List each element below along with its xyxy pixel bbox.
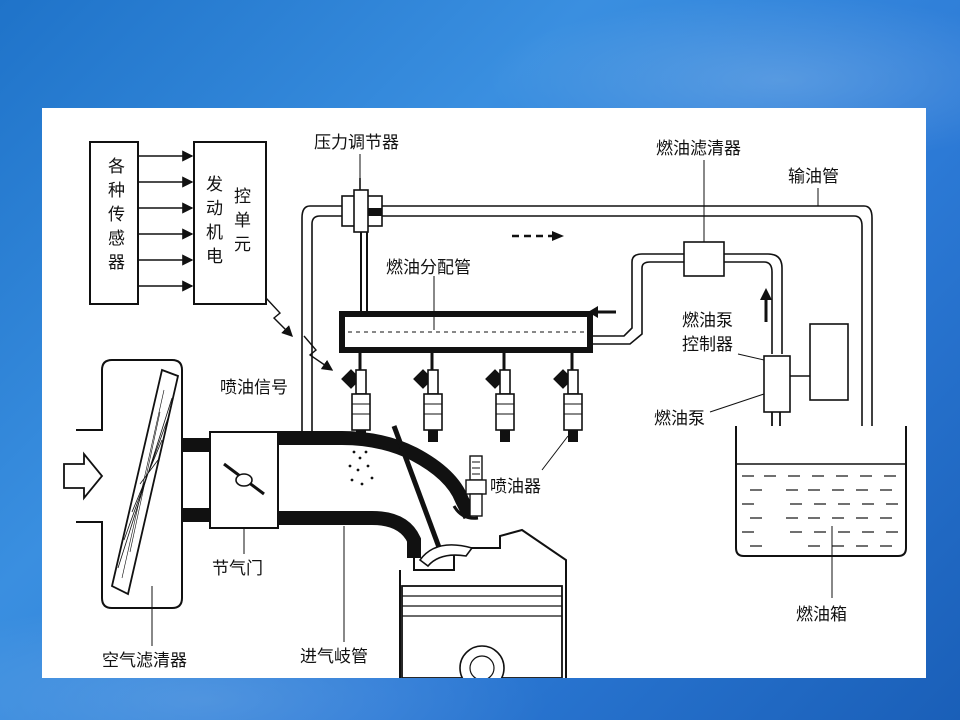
injector-3: [485, 350, 515, 442]
fuel-filter-label: 燃油滤清器: [656, 139, 741, 159]
sensors-label-1: 各: [108, 157, 125, 177]
ecu-label-1: 发: [206, 175, 223, 195]
fuel-level-hatching: [742, 475, 898, 547]
sensor-signal-arrows: [138, 150, 194, 292]
fuel-filter: [683, 241, 725, 277]
pressure-regulator-label: 压力调节器: [314, 133, 399, 153]
ecu-box: [193, 141, 267, 305]
injector-2: [413, 350, 443, 442]
engine-cylinder: [399, 528, 567, 678]
air-filter-label: 空气滤清器: [102, 651, 187, 671]
sensors-box: [89, 141, 139, 305]
ecu-label-7: 元: [234, 235, 251, 255]
ecu-label-4: 电: [206, 247, 223, 267]
pump-controller-label-2: 控制器: [682, 335, 733, 355]
intake-valve: [391, 425, 474, 568]
ecu-label-2: 动: [206, 199, 223, 219]
ecu-label-6: 单: [234, 211, 251, 231]
fuel-injection-diagram: 各 种 传 感 器 发 动 机 电 控 单 元 喷油信号: [63, 133, 907, 678]
pressure-regulator: [341, 178, 383, 314]
sensors-label-2: 种: [108, 181, 125, 201]
air-inlet-arrow: [63, 451, 104, 501]
piston: [401, 585, 563, 678]
rail-feed-arrow: [588, 306, 616, 318]
fuel-pump-leader: [709, 393, 765, 413]
injector-leader: [541, 435, 569, 471]
sensors-label-4: 感: [108, 229, 125, 249]
fuel-pipes: [301, 205, 873, 444]
delivery-pipe-label: 输油管: [788, 167, 839, 187]
return-flow-arrow: [512, 231, 564, 241]
fuel-rail-label: 燃油分配管: [386, 258, 471, 278]
intake-duct: [182, 431, 477, 558]
pump-flow-arrow: [760, 288, 772, 322]
throttle-label: 节气门: [212, 559, 263, 579]
fuel-tank: [735, 426, 907, 557]
diagram-panel: 各 种 传 感 器 发 动 机 电 控 单 元 喷油信号: [42, 108, 926, 678]
intake-manifold-label: 进气岐管: [300, 647, 368, 667]
sensors-label-5: 器: [108, 253, 125, 273]
injector-4: [553, 350, 583, 442]
throttle-body: [209, 431, 279, 529]
injector-1: [341, 350, 371, 442]
sensors-label-3: 传: [108, 205, 125, 225]
fuel-spray: [348, 450, 374, 486]
ecu-label-5: 控: [234, 187, 251, 207]
injection-signal-label: 喷油信号: [220, 378, 288, 398]
fuel-pump-label: 燃油泵: [654, 409, 705, 429]
spark-plug: [452, 455, 487, 520]
air-filter-element: [110, 368, 180, 596]
intake-housing: [76, 359, 183, 609]
fuel-tank-label: 燃油箱: [796, 605, 847, 625]
ecu-label-3: 机: [206, 223, 223, 243]
fuel-pump-controller: [790, 323, 849, 401]
pump-controller-label-1: 燃油泵: [682, 311, 733, 331]
injection-signal-lines: [265, 297, 334, 371]
pump-controller-leader: [737, 353, 765, 361]
fuel-rail: [339, 311, 593, 353]
injector-label: 喷油器: [490, 477, 541, 497]
